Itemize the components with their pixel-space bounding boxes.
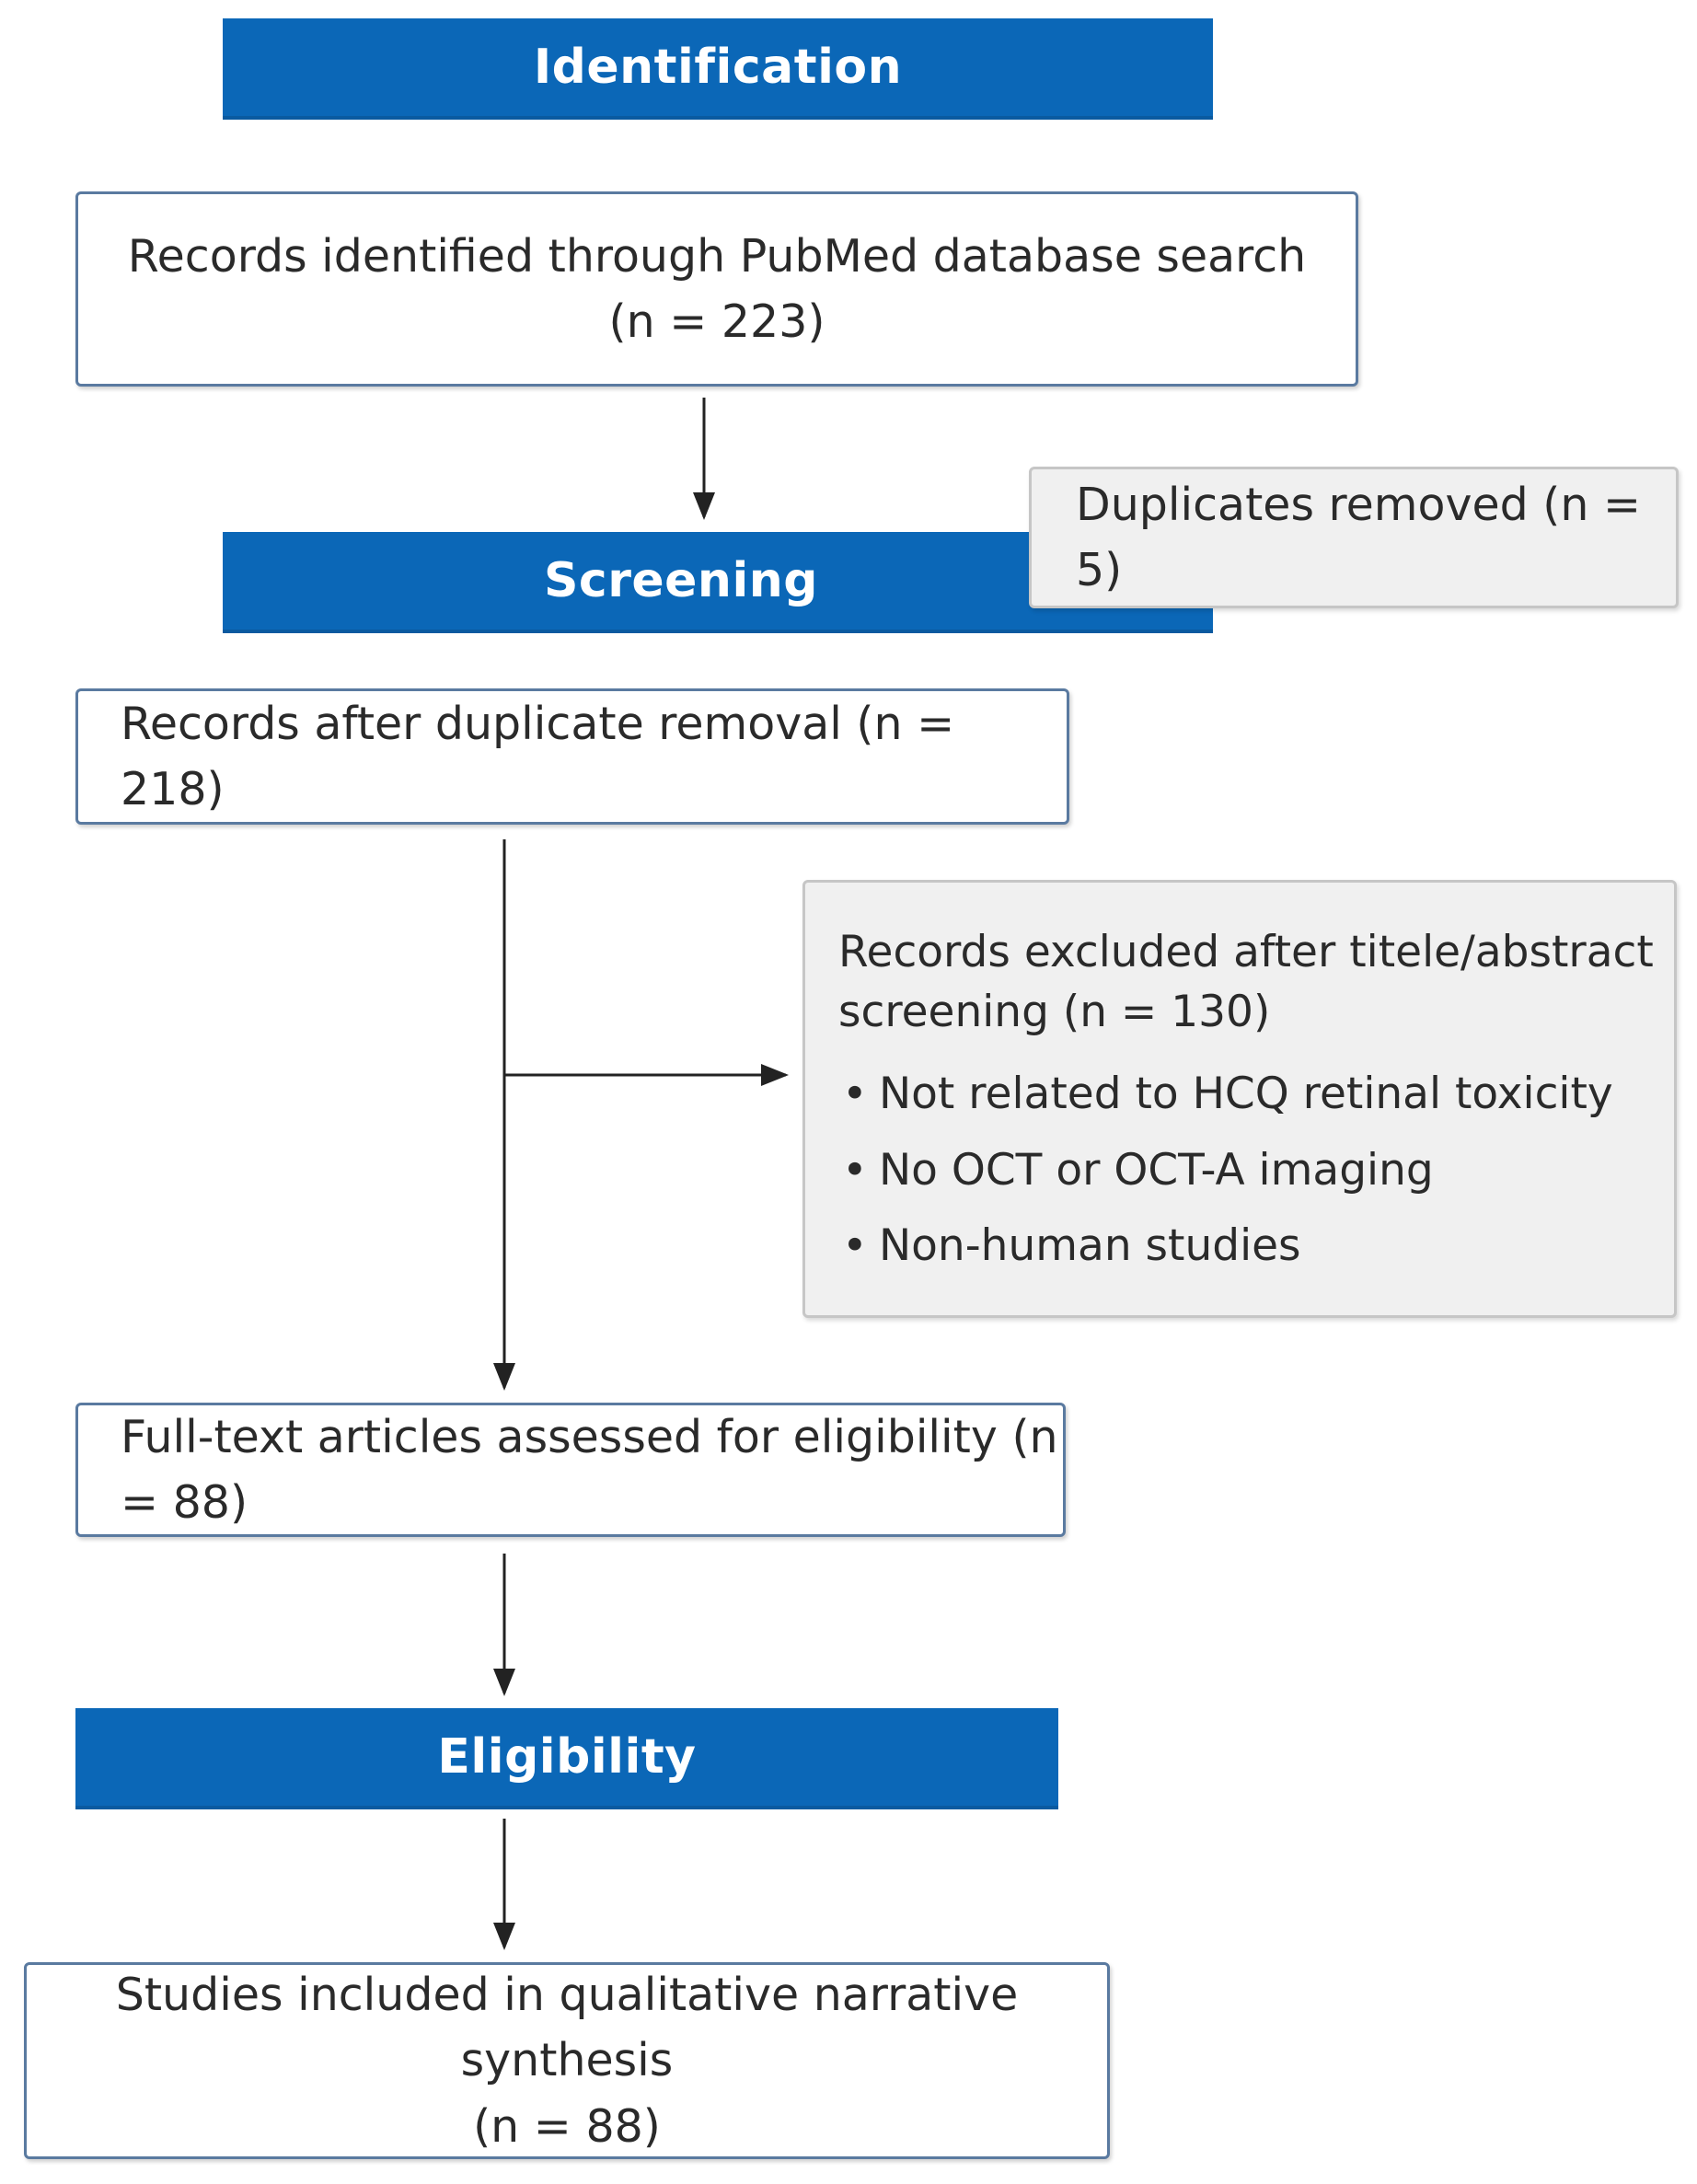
bullet-icon: • (842, 1220, 868, 1272)
exclusion-reason-item: • No OCT or OCT-A imaging (838, 1141, 1674, 1201)
studies-included-box: Studies included in qualitative narrativ… (24, 1962, 1110, 2159)
exclusion-reason-item: • Not related to HCQ retinal toxicity (838, 1065, 1674, 1125)
records-after-duplicates-box: Records after duplicate removal (n = 218… (75, 688, 1069, 825)
bullet-icon: • (842, 1144, 868, 1196)
screening-header-label: Screening (543, 553, 819, 608)
eligibility-header-label: Eligibility (437, 1729, 697, 1785)
duplicates-removed-box: Duplicates removed (n = 5) (1029, 467, 1679, 608)
exclusion-reason-text: No OCT or OCT-A imaging (879, 1144, 1434, 1196)
studies-included-line2: (n = 88) (473, 2099, 661, 2153)
full-text-assessed-box: Full-text articles assessed for eligibil… (75, 1403, 1066, 1537)
records-excluded-box: Records excluded after titele/abstract s… (802, 880, 1677, 1318)
duplicates-removed-label: Duplicates removed (n = 5) (1076, 478, 1642, 596)
identification-header: Identification (223, 18, 1213, 120)
identification-header-label: Identification (533, 40, 903, 95)
studies-included-line1: Studies included in qualitative narrativ… (115, 1969, 1019, 2087)
records-identified-box: Records identified through PubMed databa… (75, 191, 1358, 387)
records-after-duplicates-label: Records after duplicate removal (n = 218… (121, 697, 955, 815)
exclusion-reason-item: • Non-human studies (838, 1217, 1674, 1277)
full-text-assessed-label: Full-text articles assessed for eligibil… (121, 1410, 1058, 1529)
exclusion-reason-text: Non-human studies (879, 1220, 1301, 1272)
bullet-icon: • (842, 1068, 868, 1119)
records-identified-line2: (n = 223) (608, 295, 825, 348)
records-excluded-line1: Records excluded after titele/abstract (838, 927, 1654, 977)
records-identified-line1: Records identified through PubMed databa… (127, 229, 1307, 283)
exclusion-reason-text: Not related to HCQ retinal toxicity (879, 1068, 1613, 1119)
exclusion-reasons-list: • Not related to HCQ retinal toxicity • … (838, 1065, 1674, 1277)
eligibility-header: Eligibility (75, 1708, 1058, 1809)
records-excluded-line2: screening (n = 130) (838, 986, 1271, 1037)
